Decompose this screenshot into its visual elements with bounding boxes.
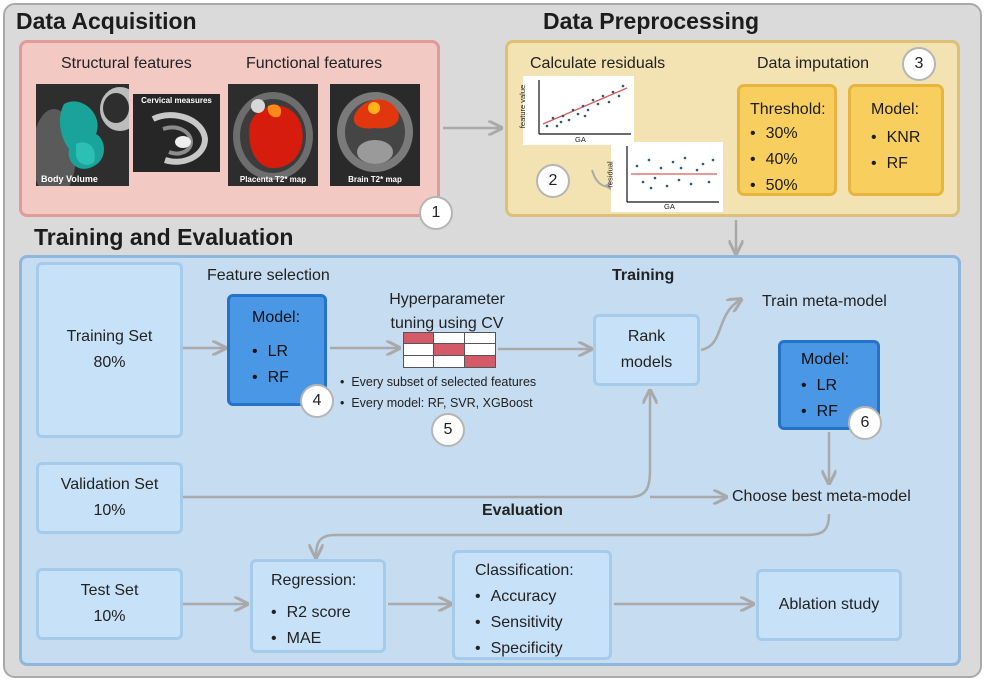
test-set-label: Test Set [80,582,139,599]
feature-selection-model-box: Model: LR RF [227,294,327,406]
body-volume-scan-icon [36,84,129,186]
imputation-model-list: KNR RF [871,125,941,177]
classification-title: Classification: [475,562,574,579]
rank-models-line1: Rank [627,328,666,345]
body-volume-image: Body Volume [36,84,129,186]
plot2-ylabel: residual [605,161,615,188]
feature-value-scatter-icon [538,80,631,135]
classification-item: Accuracy [475,584,563,610]
step-badge-1: 1 [419,196,453,230]
placenta-caption: Placenta T2* map [239,175,307,184]
threshold-item: 50% [750,173,834,199]
rank-models-line2: models [620,354,673,371]
structural-features-label: Structural features [61,55,192,72]
plot1-xlabel: GA [575,135,586,144]
data-imputation-label: Data imputation [757,55,870,72]
rank-models-box: Rank models [593,314,700,386]
arrow-rank-to-meta [700,300,740,352]
regression-item: MAE [271,626,351,652]
feature-selection-label: Feature selection [207,267,330,284]
brain-image: Brain T2* map [330,84,420,186]
cv-grid-icon [403,332,496,368]
residual-plot: residual GA [606,142,723,212]
hyper-bullet: • Every subset of selected features [340,375,537,389]
threshold-title: Threshold: [750,101,826,118]
plot2-xlabel: GA [664,202,675,211]
section-title-acquisition: Data Acquisition [16,8,197,34]
meta-model-item: LR [801,373,877,399]
threshold-box: Threshold: 30% 40% 50% [737,84,837,196]
hyper-bullet-text: Every subset of selected features [351,375,537,389]
arrow-plot1-to-plot2 [591,169,608,186]
classification-item: Sensitivity [475,610,563,636]
feature-value-plot: feature value GA [518,76,634,145]
section-title-preprocessing: Data Preprocessing [543,8,760,34]
validation-set-box: Validation Set 10% [36,462,183,534]
functional-features-label: Functional features [246,55,383,72]
residual-scatter-icon [626,146,719,203]
hyperparameter-line1: Hyperparameter [389,291,505,308]
hyper-bullets: • Every subset of selected features • Ev… [340,372,536,414]
ablation-study-box: Ablation study [756,569,902,641]
regression-box: Regression: R2 score MAE [250,559,386,653]
fs-model-list: LR RF [252,339,324,391]
placenta-map-icon [228,84,318,186]
classification-item: Specificity [475,636,563,662]
imputation-model-box: Model: KNR RF [848,84,944,196]
hyperparameter-line2: tuning using CV [390,315,504,332]
train-meta-model-label: Train meta-model [762,293,887,310]
brain-caption: Brain T2* map [348,175,402,184]
step-badge-6: 6 [848,406,882,440]
training-set-percent: 80% [93,354,126,371]
placenta-image: Placenta T2* map [228,84,318,186]
imputation-model-item: KNR [871,125,941,151]
evaluation-phase-label: Evaluation [482,502,563,519]
training-set-box: Training Set 80% [36,262,183,438]
section-title-training: Training and Evaluation [34,224,294,250]
validation-set-percent: 10% [93,502,126,519]
fs-model-title: Model: [252,309,301,326]
meta-model-title: Model: [801,351,850,368]
training-set-label: Training Set [66,328,153,345]
regression-item: R2 score [271,600,351,626]
plot1-ylabel: feature value [518,84,528,129]
test-set-percent: 10% [93,608,126,625]
threshold-item: 40% [750,147,834,173]
cervical-image: Cervical measures [133,94,220,172]
choose-best-meta-model-label: Choose best meta-model [732,488,911,505]
classification-list: Accuracy Sensitivity Specificity [475,584,563,662]
step-badge-3: 3 [902,47,936,81]
cervical-scan-icon [133,94,220,172]
hyper-bullet-text: Every model: RF, SVR, XGBoost [351,396,533,410]
regression-title: Regression: [271,572,357,589]
arrow-valset-to-rank [183,392,650,499]
arrow-choose-to-regression [316,513,831,556]
step-badge-2: 2 [536,164,570,198]
validation-set-label: Validation Set [60,476,159,493]
step-badge-5: 5 [431,413,465,447]
imputation-model-item: RF [871,151,941,177]
cervical-caption: Cervical measures [141,96,212,105]
meta-model-item: RF [801,399,877,425]
meta-model-list: LR RF [801,373,877,425]
threshold-item: 30% [750,121,834,147]
hyperparameter-label: Hyperparameter tuning using CV [372,288,522,336]
brain-map-icon [330,84,420,186]
fs-model-item: RF [252,365,324,391]
regression-list: R2 score MAE [271,600,351,652]
meta-model-box: Model: LR RF [778,340,880,430]
body-volume-caption: Body Volume [41,174,98,184]
classification-box: Classification: Accuracy Sensitivity Spe… [452,550,612,660]
test-set-box: Test Set 10% [36,568,183,640]
hyper-bullet: • Every model: RF, SVR, XGBoost [340,396,533,410]
fs-model-item: LR [252,339,324,365]
ablation-study-label: Ablation study [778,596,880,613]
step-badge-4: 4 [300,384,334,418]
imputation-model-title: Model: [871,101,920,118]
threshold-list: 30% 40% 50% [750,121,834,199]
training-phase-label: Training [612,267,675,284]
calculate-residuals-label: Calculate residuals [530,55,666,72]
